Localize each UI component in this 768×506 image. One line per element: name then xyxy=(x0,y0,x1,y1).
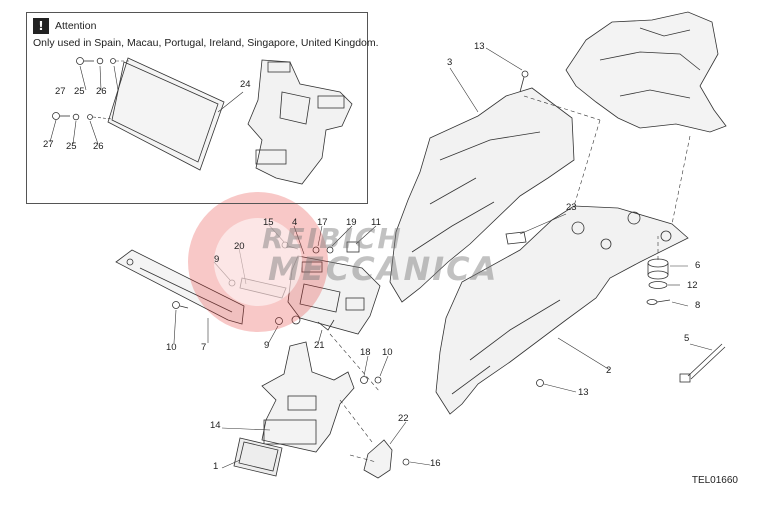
callout-26-lower: 26 xyxy=(93,141,104,152)
license-plate-holder xyxy=(261,341,355,453)
tail-frame-cover xyxy=(565,11,727,133)
callout-23: 23 xyxy=(566,202,577,213)
screw-13-top xyxy=(519,70,529,93)
watermark-line-2: MECCANICA xyxy=(268,250,499,288)
inset-leaders xyxy=(92,60,130,120)
callout-16: 16 xyxy=(430,458,441,469)
assembly-lines xyxy=(329,95,691,463)
callout-26-upper: 26 xyxy=(96,86,107,97)
callout-9-upper: 9 xyxy=(214,254,220,265)
rubber-buffer xyxy=(647,258,669,280)
callout-5: 5 xyxy=(684,333,690,344)
upper-tail-fairing xyxy=(389,87,575,303)
callout-6: 6 xyxy=(695,260,701,271)
attention-title: Attention xyxy=(55,20,97,32)
callout-12: 12 xyxy=(687,280,698,291)
watermark-logo xyxy=(188,192,328,332)
callout-13-top: 13 xyxy=(474,41,485,52)
screw-10-left xyxy=(172,301,189,309)
callout-10-right: 10 xyxy=(382,347,393,358)
callout-22: 22 xyxy=(398,413,409,424)
rear-reflector xyxy=(233,437,283,477)
small-bracket xyxy=(363,439,393,479)
callout-27-upper: 27 xyxy=(55,86,66,97)
callout-13-bottom: 13 xyxy=(578,387,589,398)
callout-24: 24 xyxy=(240,79,251,90)
callout-25-upper: 25 xyxy=(74,86,85,97)
warning-icon: ! xyxy=(33,18,49,34)
callout-21: 21 xyxy=(314,340,325,351)
screw-13-bottom xyxy=(536,379,544,387)
callout-19: 19 xyxy=(346,217,357,228)
attention-inset: ! Attention Only used in Spain, Macau, P… xyxy=(26,12,379,204)
callout-17: 17 xyxy=(317,217,328,228)
callout-7: 7 xyxy=(201,342,207,353)
watermark-line-1: REIBICH xyxy=(262,222,403,255)
figure-code: TEL01660 xyxy=(691,475,738,486)
callout-2: 2 xyxy=(606,365,612,376)
callout-3: 3 xyxy=(447,57,453,68)
cable-tie xyxy=(679,343,726,383)
callout-20: 20 xyxy=(234,241,245,252)
inset-screws xyxy=(52,57,116,121)
callout-27-lower: 27 xyxy=(43,139,54,150)
screw-8 xyxy=(646,299,671,305)
callout-25-lower: 25 xyxy=(66,141,77,152)
small-cover-plate xyxy=(505,231,527,245)
callout-15: 15 xyxy=(263,217,274,228)
callout-18: 18 xyxy=(360,347,371,358)
attention-header: ! Attention xyxy=(33,18,96,34)
callout-11: 11 xyxy=(371,217,381,228)
side-bracket xyxy=(115,249,245,325)
callout-14: 14 xyxy=(210,420,221,431)
washer xyxy=(648,281,668,289)
inset-license-plate xyxy=(107,57,225,171)
callout-10-left: 10 xyxy=(166,342,177,353)
callout-4: 4 xyxy=(292,217,298,228)
attention-text: Only used in Spain, Macau, Portugal, Ire… xyxy=(33,37,379,49)
inset-plate-holder xyxy=(247,59,353,185)
leader-lines xyxy=(49,47,713,469)
callout-8: 8 xyxy=(695,300,701,311)
callout-9-lower: 9 xyxy=(264,340,270,351)
rear-subframe xyxy=(435,205,689,415)
callout-1: 1 xyxy=(213,461,219,472)
number-plate-support xyxy=(287,255,381,335)
